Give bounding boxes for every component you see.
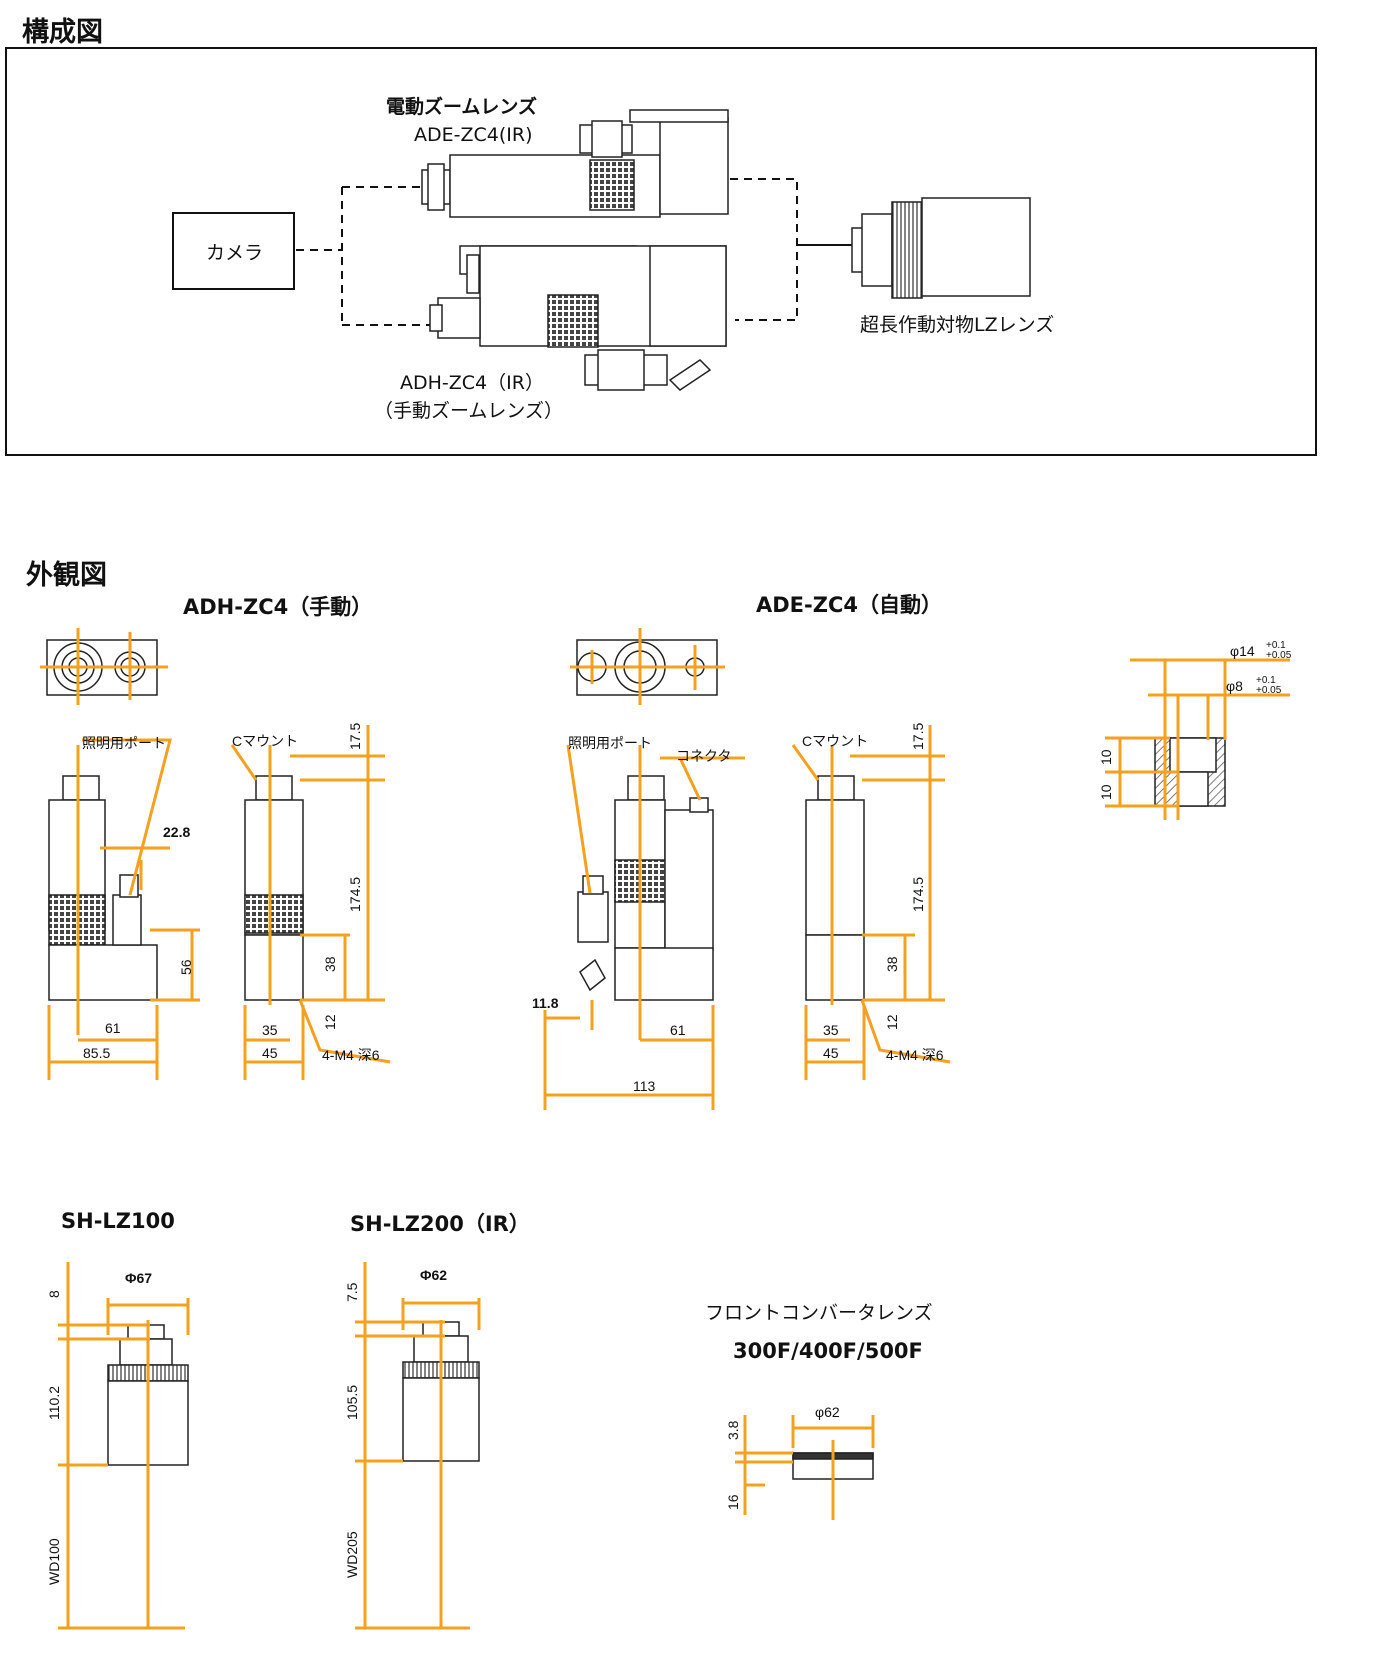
adh-dim-17-5: 17.5 [347,722,363,750]
adh-cmount: Cマウント [232,733,299,749]
port-dim-10a: 10 [1098,749,1114,765]
ade-title: ADE-ZC4（自動） [756,593,942,617]
adh-dim-56: 56 [178,959,194,975]
camera-box [172,212,295,290]
adh-dim-12: 12 [322,1014,338,1030]
adh-dim-38: 38 [322,956,338,972]
adh-side-view [244,775,304,1001]
converter-phi: φ62 [815,1404,840,1420]
ade-dim-35: 35 [823,1022,839,1038]
electric-zoom-title: 電動ズームレンズ [386,96,538,118]
camera-label: カメラ [206,242,264,264]
dimension-lines [40,628,1290,1630]
lz200-dim-105-5: 105.5 [344,1384,360,1420]
port-phi14-tol-upper: +0.1 [1266,640,1286,651]
section-config-title: 構成図 [22,17,103,48]
port-phi14-tol-lower: +0.05 [1266,650,1292,661]
lz200-phi: Φ62 [420,1267,448,1283]
ade-dim-12: 12 [884,1014,900,1030]
port-phi8-tol-lower: +0.05 [1256,685,1282,696]
ade-dim-38: 38 [884,956,900,972]
ade-connector: コネクタ [676,748,732,764]
lz100-title: SH-LZ100 [61,1209,175,1233]
adh-dim-174-5: 174.5 [347,876,363,912]
lz200-wd: WD205 [344,1531,360,1578]
ade-dim-61: 61 [670,1022,686,1038]
ade-illum-port: 照明用ポート [568,735,652,751]
lz200-dim-7-5: 7.5 [344,1282,360,1302]
port-dim-10b: 10 [1098,784,1114,800]
config-connectors [296,178,798,326]
ade-front-view [577,775,714,1001]
ade-dim-11-8: 11.8 [532,995,559,1011]
converter-dim-3-8: 3.8 [725,1420,741,1440]
adh-dim-45: 45 [262,1045,278,1061]
adh-dim-35: 35 [262,1022,278,1038]
objective-label: 超長作動対物LZレンズ [860,314,1055,336]
config-frame [5,47,1317,456]
converter-title: フロントコンバータレンズ [705,1302,933,1324]
ade-dim-113: 113 [633,1078,656,1094]
manual-zoom-model: ADH-ZC4（IR） [400,372,544,394]
ade-dim-45: 45 [823,1045,839,1061]
adh-dim-61: 61 [105,1020,121,1036]
adh-illum-port: 照明用ポート [82,735,166,751]
adh-screw-label: 4-M4 深6 [322,1047,380,1063]
manual-zoom-title: （手動ズームレンズ） [374,400,564,422]
adh-dim-22-8: 22.8 [163,824,191,840]
ade-dim-17-5: 17.5 [910,722,926,750]
port-phi8: φ8 [1226,678,1243,694]
converter-dim-16: 16 [725,1494,741,1510]
section-exterior-title: 外観図 [26,560,107,591]
adh-title: ADH-ZC4（手動） [183,595,373,619]
ade-dim-174-5: 174.5 [910,876,926,912]
lz200-title: SH-LZ200（IR） [350,1212,530,1236]
electric-zoom-model: ADE-ZC4(IR) [414,124,533,146]
ade-cmount: Cマウント [802,733,869,749]
lz100-wd: WD100 [46,1538,62,1585]
manual-zoom-lens-drawing [429,245,727,391]
port-phi14: φ14 [1230,643,1255,659]
lz100-dim-110-2: 110.2 [46,1386,62,1420]
adh-dim-85-5: 85.5 [83,1045,111,1061]
ade-side-view [805,775,865,1001]
lz100-dim-8: 8 [46,1290,62,1298]
ade-screw-label: 4-M4 深6 [886,1047,944,1063]
port-phi8-tol-upper: +0.1 [1256,675,1276,686]
electric-zoom-lens-drawing [421,109,729,218]
converter-models: 300F/400F/500F [733,1339,923,1363]
objective-lens-drawing [851,197,1031,299]
lz100-phi: Φ67 [125,1270,153,1286]
